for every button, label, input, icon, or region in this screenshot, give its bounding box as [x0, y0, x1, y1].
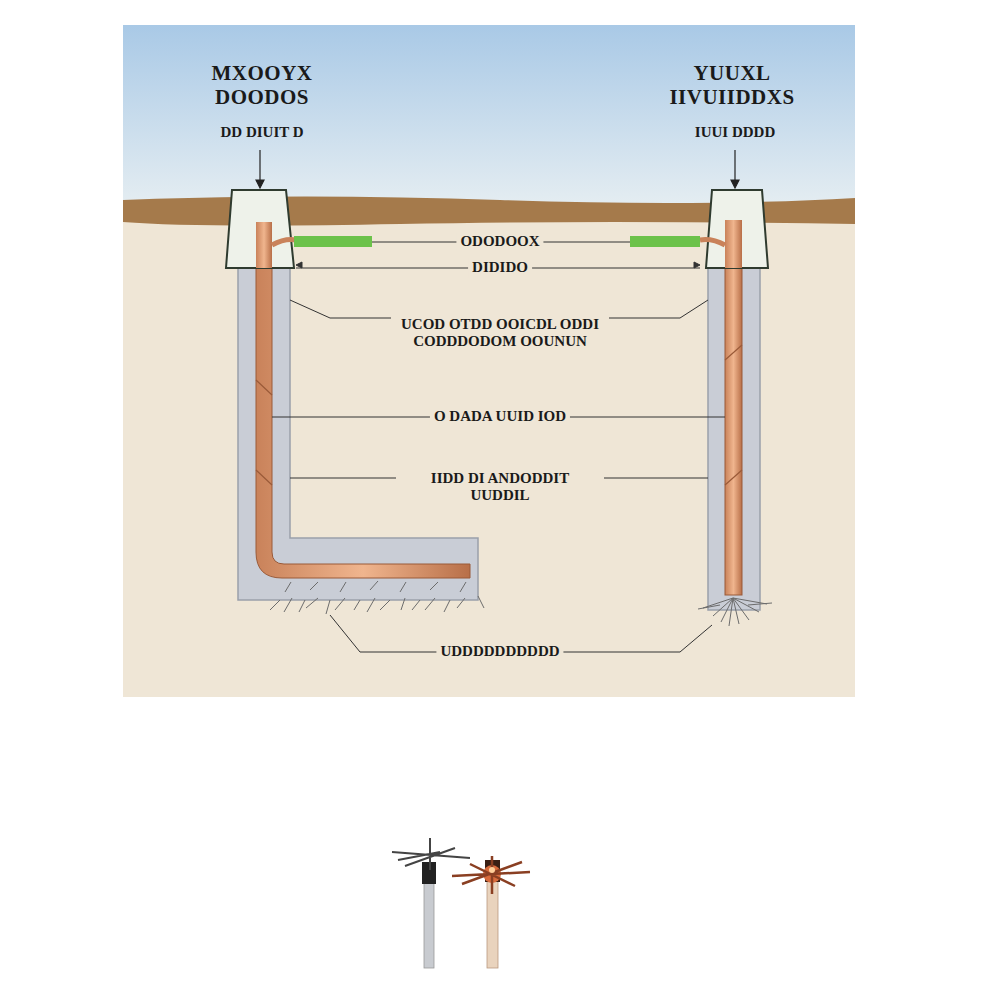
connector: [700, 240, 725, 245]
part-label: ODODOOX: [456, 232, 543, 251]
part-label: O DADA UUID IOD: [430, 407, 570, 426]
part-label: IIDD DI ANDODDIT UUDDIL: [396, 469, 604, 506]
part-label: UDDDDDDDDDD: [436, 642, 563, 661]
part-label: IUUI DDDD: [691, 123, 779, 142]
right-inspection-pit: [706, 190, 768, 268]
leader-arrows: [256, 150, 739, 188]
rod-joint: [725, 345, 742, 485]
rod-top: [725, 220, 742, 268]
left-inspection-pit: [226, 190, 294, 268]
rod-top: [256, 222, 272, 268]
sky: [123, 25, 855, 210]
green-conductor: [630, 236, 700, 247]
part-label: DD DIUIT D: [216, 123, 307, 142]
soil: [123, 210, 855, 697]
rod-joint: [256, 380, 272, 485]
left-copper-rod: [256, 225, 470, 578]
green-conductor: [294, 236, 372, 247]
part-label: DIDIDO: [468, 258, 532, 277]
leader-lines: [272, 242, 725, 652]
right-roots: [698, 598, 772, 626]
right-copper-rod: [725, 222, 742, 595]
connector: [272, 240, 296, 245]
left-roots: [270, 581, 484, 614]
part-label: YUUXL IIVUIIDDXS: [653, 60, 811, 110]
part-label: UCOD OTDD OOICDL ODDI CODDDODOM OOUNUN: [391, 315, 609, 352]
part-label: MXOOYX DOODOS: [183, 60, 341, 110]
rod-icons: [392, 838, 530, 968]
